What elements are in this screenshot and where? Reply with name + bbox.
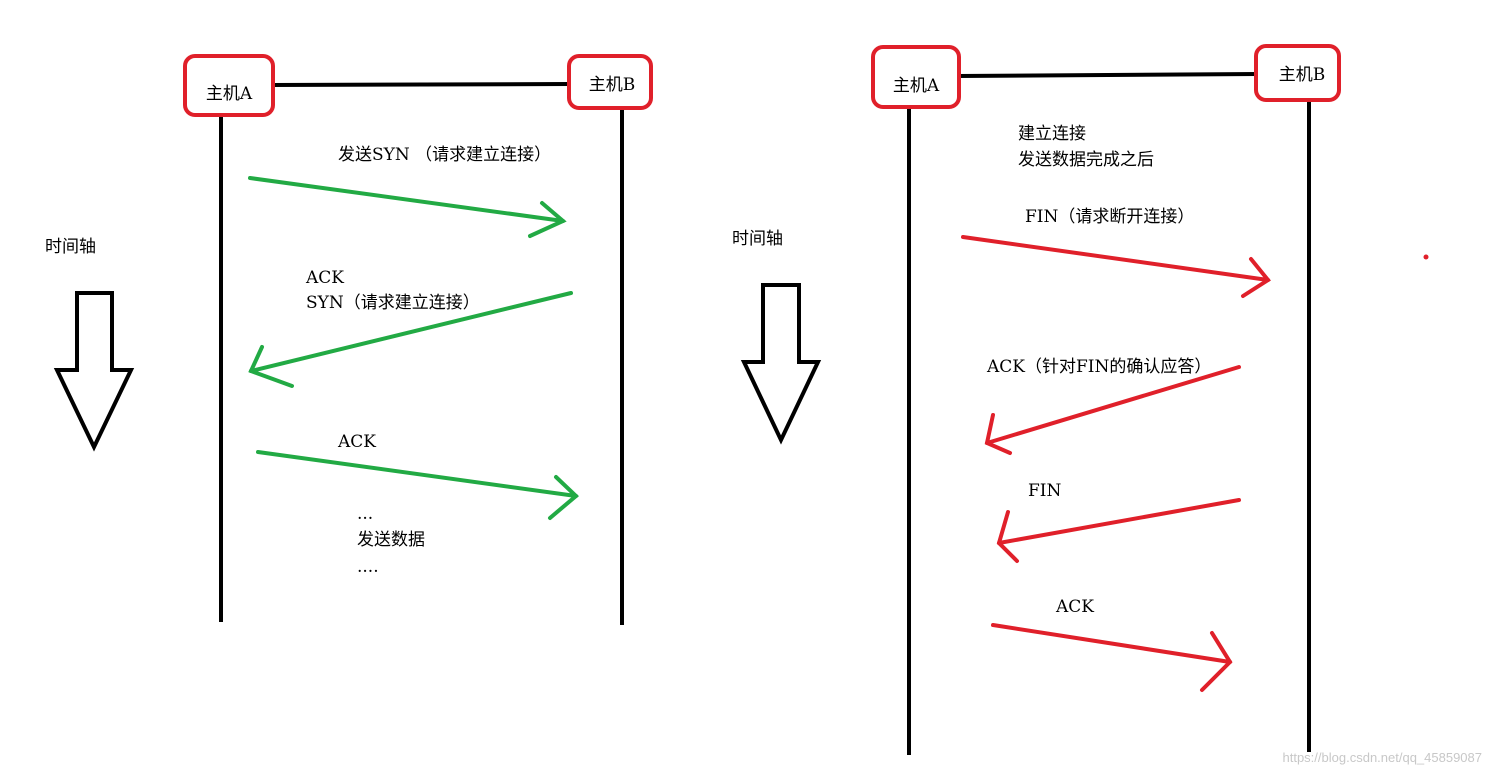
right-host-a-label: 主机A: [893, 76, 940, 96]
right-host-b-label: 主机B: [1279, 65, 1326, 85]
left-ack-arrow: [256, 450, 579, 520]
left-timeline-down-arrow: [53, 291, 135, 452]
left-syn-ack-label-line2: SYN（请求建立连接）: [306, 293, 480, 313]
right-fin-arrow-1: [961, 235, 1271, 298]
left-syn-ack-arrow: [248, 291, 573, 388]
left-ack-label: ACK: [337, 432, 376, 452]
right-host-b-box: [1254, 44, 1341, 102]
stray-red-dot: [1423, 254, 1429, 260]
right-ack-arrow-1: [984, 365, 1241, 455]
right-ack-label-2: ACK: [1055, 597, 1094, 617]
left-data-label: 发送数据: [357, 530, 425, 550]
right-ack-arrow-2: [991, 623, 1233, 692]
left-host-a-box: [183, 54, 275, 117]
right-host-a-box: [871, 45, 961, 109]
right-fin-arrow-2: [996, 498, 1241, 563]
left-syn-ack-label-line1: ACK: [305, 268, 344, 288]
left-host-link-line: [271, 82, 571, 87]
watermark: https://blog.csdn.net/qq_45859087: [1283, 750, 1483, 765]
left-data-dots-top: ...: [357, 504, 373, 524]
left-syn-arrow: [248, 176, 567, 238]
right-diagram: 主机A 主机B 时间轴 建立连接 发送数据完成之后 FIN（请求断开连接） AC…: [732, 44, 1429, 755]
left-host-b-box: [567, 54, 653, 110]
right-fin-label-1: FIN（请求断开连接）: [1025, 207, 1194, 227]
left-timeline-label: 时间轴: [45, 237, 96, 257]
right-ack-label-1: ACK（针对FIN的确认应答）: [986, 357, 1211, 377]
right-note-line2: 发送数据完成之后: [1018, 150, 1154, 170]
right-timeline-down-arrow: [740, 283, 822, 445]
left-syn-label: 发送SYN （请求建立连接）: [338, 145, 551, 165]
left-data-dots-bottom: ....: [357, 557, 379, 577]
left-host-b-label: 主机B: [589, 75, 636, 95]
right-host-link-line: [957, 72, 1259, 78]
right-fin-label-2: FIN: [1028, 481, 1062, 501]
left-host-a-label: 主机A: [206, 84, 253, 104]
right-timeline-label: 时间轴: [732, 229, 783, 249]
left-diagram: 主机A 主机B 时间轴 发送SYN （请求建立连接） ACK SYN（请求建立连…: [45, 54, 653, 625]
right-note-line1: 建立连接: [1018, 124, 1086, 144]
